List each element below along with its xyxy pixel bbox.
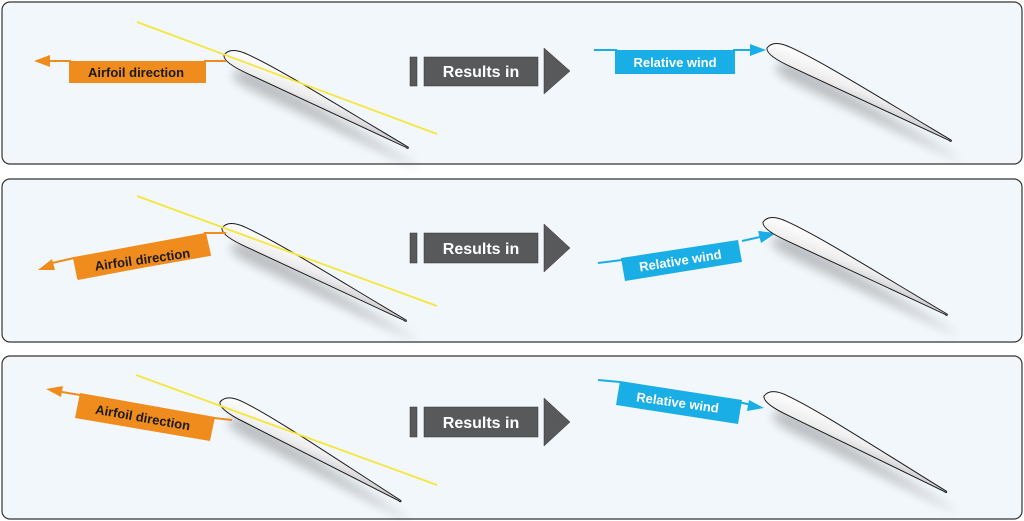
airfoil-direction-label: Airfoil direction: [88, 65, 184, 80]
chord-line: [136, 21, 438, 135]
results-in-arrow: Results in: [409, 397, 571, 447]
relative-wind-arrow: Relative wind: [594, 44, 766, 74]
panel-frame: [1, 355, 1023, 520]
panel-2: Airfoil direction Results in Relative wi…: [1, 178, 1023, 343]
results-in-label: Results in: [443, 241, 519, 258]
chord-line: [136, 195, 438, 307]
airfoil-direction-arrow: Airfoil direction: [34, 55, 226, 83]
results-in-arrow: Results in: [409, 223, 571, 273]
panel-3: Airfoil direction Results in Relative wi…: [1, 355, 1023, 521]
chord-line: [135, 374, 438, 486]
results-in-label: Results in: [443, 64, 519, 81]
panel-1: Airfoil direction Results in Relative wi…: [1, 1, 1023, 168]
results-in-label: Results in: [443, 415, 519, 432]
results-in-arrow: Results in: [409, 47, 571, 95]
relative-wind-label: Relative wind: [633, 55, 716, 70]
